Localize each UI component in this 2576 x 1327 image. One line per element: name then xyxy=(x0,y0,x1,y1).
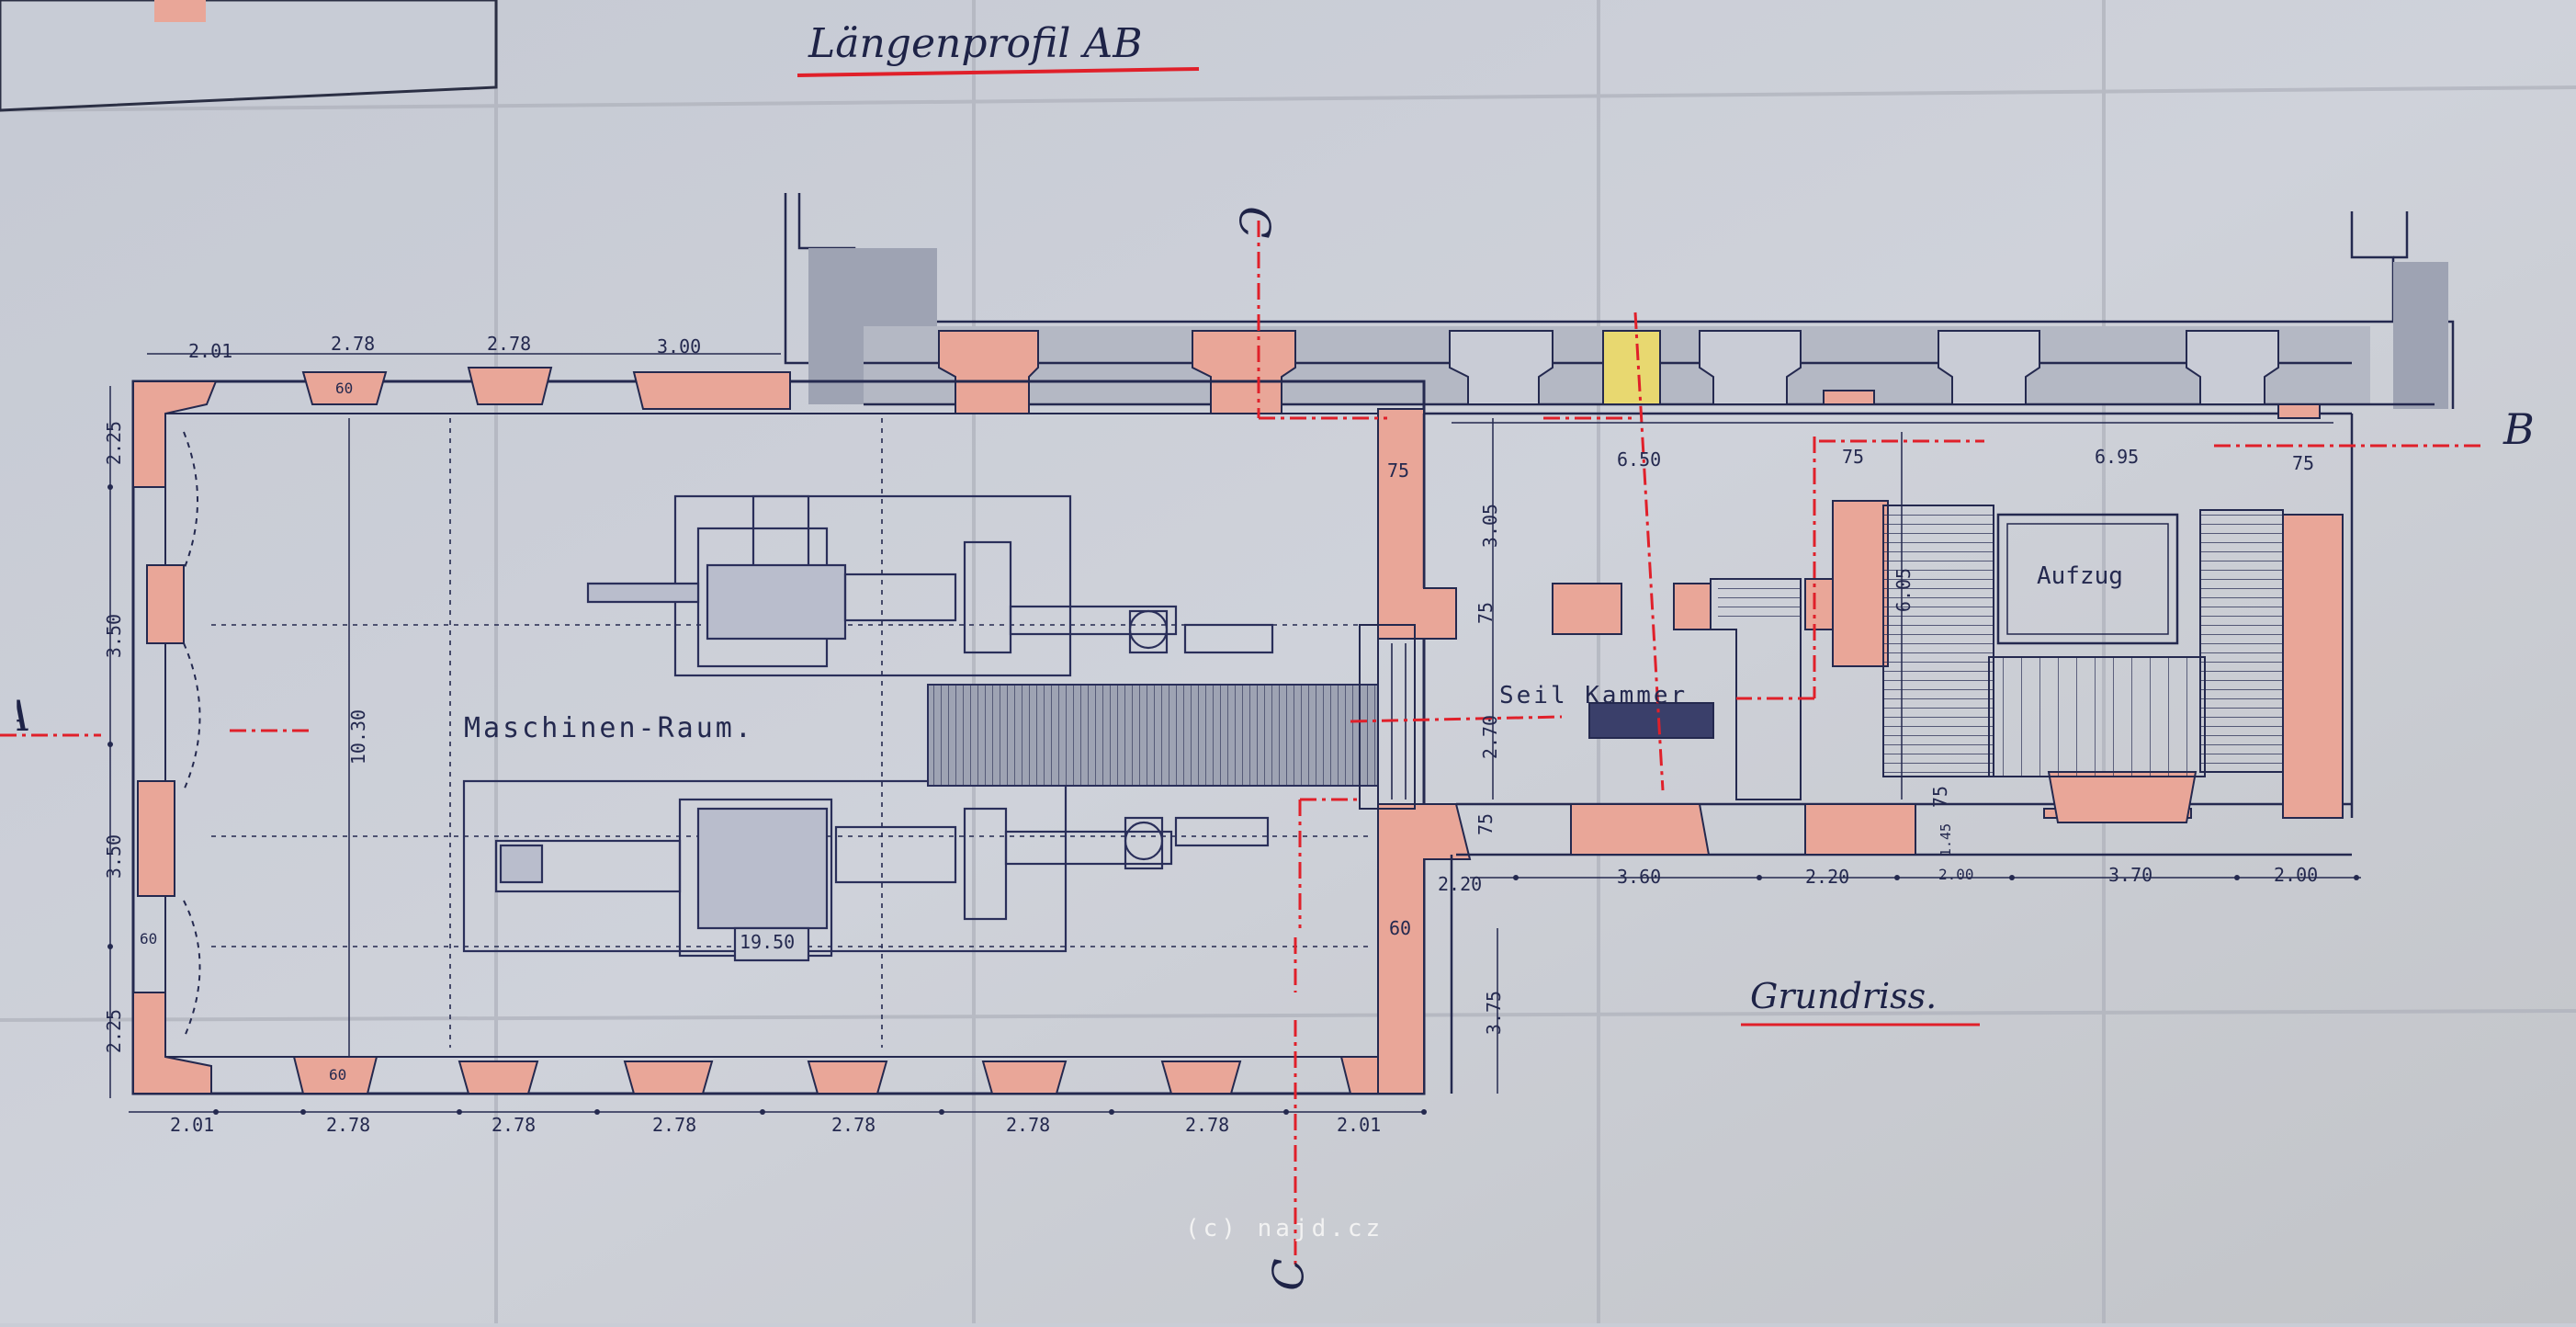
dim-top-2: 2.78 xyxy=(331,333,376,355)
dim-left-3: 3.50 xyxy=(103,834,126,879)
lift-label: Aufzug xyxy=(2037,562,2123,590)
dim-east-bottom-6: 2.00 xyxy=(2274,864,2319,886)
dim-left-2: 3.50 xyxy=(103,613,126,659)
section-lines xyxy=(0,221,2480,1268)
dim-stair-small: 75 xyxy=(1929,785,1952,809)
dim-bottom-3: 2.78 xyxy=(491,1114,537,1136)
dim-east-bottom-4: 2.00 xyxy=(1938,866,1974,883)
dim-bottom-8: 2.01 xyxy=(1337,1114,1382,1136)
east-masonry xyxy=(1552,390,2344,856)
dim-east-top-1: 75 xyxy=(1387,459,1410,482)
rope-chamber-block xyxy=(1588,702,1714,739)
machine-room-label: Maschinen-Raum. xyxy=(464,712,754,744)
dim-left-4: 2.25 xyxy=(103,1008,126,1054)
dim-east-bottom-1: 2.20 xyxy=(1438,873,1483,895)
dim-wall-60: 60 xyxy=(1389,917,1412,939)
rope-chamber-label: Seil Kammer xyxy=(1499,682,1689,709)
dimension-ticks xyxy=(107,484,2359,1115)
drum-bearing xyxy=(1359,624,1416,810)
stairwell-bottom xyxy=(1988,656,2206,777)
section-mark-c-bottom: C xyxy=(1263,1258,1314,1291)
left-wall-arches xyxy=(183,431,201,1039)
dim-pillar-top: 60 xyxy=(335,380,354,397)
dim-pillar-bottom: 60 xyxy=(329,1066,347,1083)
dim-east-bottom-5: 3.70 xyxy=(2108,864,2153,886)
dim-inner-height: 10.30 xyxy=(347,709,370,766)
profile-title: Längenprofil AB xyxy=(808,20,1143,67)
dim-east-v-1: 3.05 xyxy=(1479,503,1502,549)
dim-east-top-5: 75 xyxy=(2292,452,2315,474)
dim-east-v-2: 75 xyxy=(1474,601,1497,625)
steam-engine-upper xyxy=(586,494,1274,677)
flap-brick xyxy=(154,0,206,22)
dim-bottom-6: 2.78 xyxy=(1006,1114,1051,1136)
dim-east-v-3: 2.70 xyxy=(1479,714,1502,760)
dim-bottom-5: 2.78 xyxy=(831,1114,876,1136)
dim-pillar-left: 60 xyxy=(140,930,158,947)
dim-bottom-4: 2.78 xyxy=(652,1114,697,1136)
dim-east-top-3: 75 xyxy=(1842,446,1865,468)
dim-stair-small2: 1.45 xyxy=(1938,822,1955,857)
watermark: (c) najd.cz xyxy=(1185,1215,1384,1242)
lift-shaft-inner xyxy=(2006,523,2169,635)
dim-machine-length: 19.50 xyxy=(740,931,796,953)
rope-chamber-steps xyxy=(1718,577,1801,623)
dim-east-bottom-2: 3.60 xyxy=(1617,866,1662,888)
profile-pillars xyxy=(938,330,2279,414)
dim-left-1: 2.25 xyxy=(103,420,126,466)
dim-east-bottom-3: 2.20 xyxy=(1805,866,1850,888)
profile-title-underline xyxy=(797,67,1200,77)
dim-east-top-4: 6.95 xyxy=(2095,446,2140,468)
rope-drum xyxy=(927,684,1379,787)
section-mark-b: B xyxy=(2503,404,2535,454)
dim-bottom-7: 2.78 xyxy=(1185,1114,1230,1136)
machine-room-walls xyxy=(131,367,1472,1095)
dimension-lines xyxy=(109,353,2361,1113)
dim-east-v-4: 75 xyxy=(1474,812,1497,836)
section-mark-a-partial: A xyxy=(17,691,30,741)
dim-bottom-2: 2.78 xyxy=(326,1114,371,1136)
dim-top-4: 3.00 xyxy=(657,335,702,357)
stairwell-right xyxy=(2199,509,2284,773)
dim-bottom-1: 2.01 xyxy=(170,1114,215,1136)
steam-engine-lower xyxy=(462,779,1270,962)
dim-stair-height: 6.05 xyxy=(1892,567,1915,613)
lift-shaft xyxy=(1996,513,2179,645)
dim-lower-vertical: 3.75 xyxy=(1483,990,1506,1036)
stairwell-left xyxy=(1882,505,1994,777)
dim-east-top-2: 6.50 xyxy=(1617,448,1662,471)
top-left-flap xyxy=(0,0,498,112)
dim-top-3: 2.78 xyxy=(487,333,532,355)
plan-title: Grundriss. xyxy=(1750,976,1938,1016)
section-mark-c-top: C xyxy=(1229,206,1280,239)
dim-top-1: 2.01 xyxy=(188,340,233,362)
